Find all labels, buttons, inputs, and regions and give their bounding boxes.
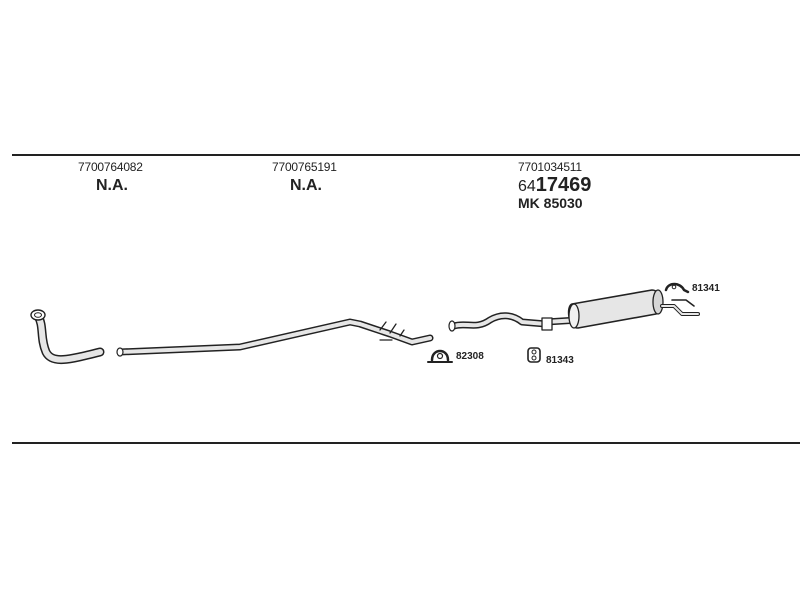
rubber-mount-part [527, 347, 541, 363]
code-prefix: 64 [518, 178, 536, 195]
code-rear-silencer: 6417469 [518, 174, 591, 197]
rear-hanger-part [664, 282, 690, 294]
top-rule [12, 154, 800, 156]
callout-clamp: 82308 [456, 351, 484, 362]
intermediate-pipe [448, 312, 550, 332]
part-number-center-pipe: 7700765191 [272, 160, 337, 174]
rear-silencer [541, 289, 700, 331]
clamp-part [427, 349, 453, 363]
code-front-pipe: N.A. [96, 177, 128, 194]
code-main: 17469 [535, 174, 592, 196]
center-pipe [116, 318, 434, 357]
part-number-rear-silencer: 7701034511 [518, 160, 582, 174]
callout-rear-hanger: 81341 [692, 283, 720, 294]
part-number-front-pipe: 7700764082 [78, 160, 143, 174]
code-center-pipe: N.A. [290, 177, 322, 194]
front-pipe [30, 309, 105, 364]
callout-rubber-mount: 81343 [546, 355, 574, 366]
alt-code-rear-silencer: MK 85030 [518, 195, 583, 211]
bottom-rule [12, 442, 800, 444]
